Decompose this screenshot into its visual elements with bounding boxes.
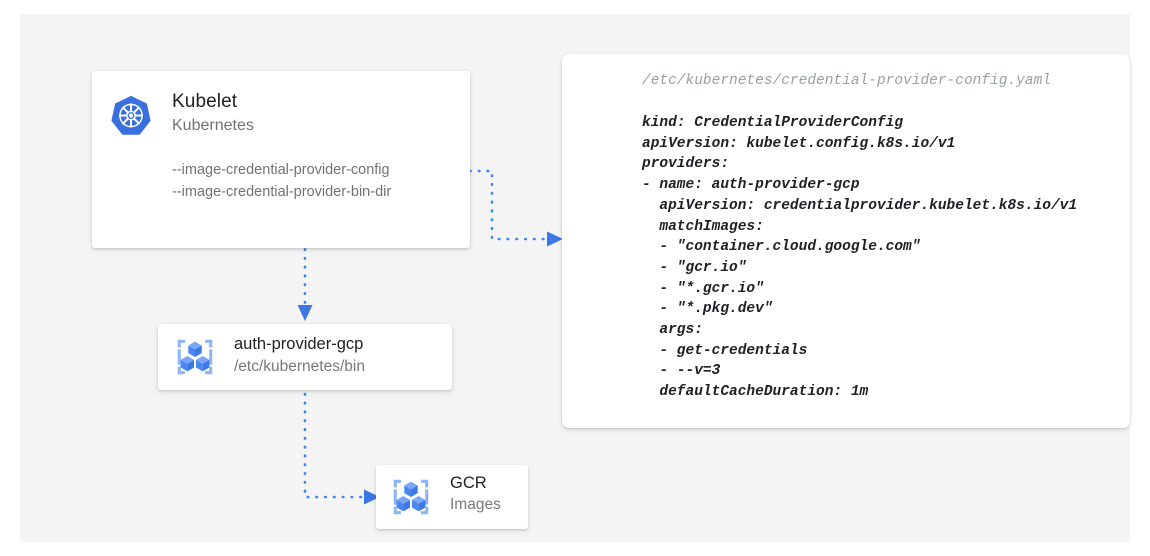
cube-bottom-right <box>195 356 210 372</box>
diagram-canvas: Kubelet Kubernetes --image-credential-pr… <box>20 14 1130 542</box>
gcr-node-card[interactable]: GCR Images <box>376 465 528 529</box>
kubelet-flag-config: --image-credential-provider-config <box>172 162 390 178</box>
gcr-subtitle: Images <box>450 496 501 513</box>
auth-provider-gcp-node-card[interactable]: auth-provider-gcp /etc/kubernetes/bin <box>158 324 452 390</box>
kubelet-subtitle: Kubernetes <box>172 117 254 134</box>
kubelet-flag-bin-dir: --image-credential-provider-bin-dir <box>172 184 392 200</box>
gcp-container-registry-icon <box>177 339 213 375</box>
kubernetes-logo-icon <box>111 95 151 135</box>
cube-top <box>404 481 418 497</box>
cube-bottom-right <box>411 496 426 512</box>
gcr-title: GCR <box>450 474 487 492</box>
gcp-container-registry-icon <box>393 479 429 515</box>
credential-provider-config-code-card: /etc/kubernetes/credential-provider-conf… <box>562 54 1130 428</box>
auth-provider-title: auth-provider-gcp <box>234 335 364 353</box>
cube-top <box>188 341 202 357</box>
config-file-path: /etc/kubernetes/credential-provider-conf… <box>642 73 1051 89</box>
connector-auth-provider-to-gcr <box>303 392 380 505</box>
kubelet-node-card[interactable]: Kubelet Kubernetes --image-credential-pr… <box>92 71 470 248</box>
config-yaml-content: kind: CredentialProviderConfig apiVersio… <box>642 115 1078 401</box>
cube-bottom-left <box>180 356 195 372</box>
auth-provider-subtitle: /etc/kubernetes/bin <box>234 358 365 375</box>
kubelet-title: Kubelet <box>172 91 238 112</box>
cube-bottom-left <box>396 496 411 512</box>
